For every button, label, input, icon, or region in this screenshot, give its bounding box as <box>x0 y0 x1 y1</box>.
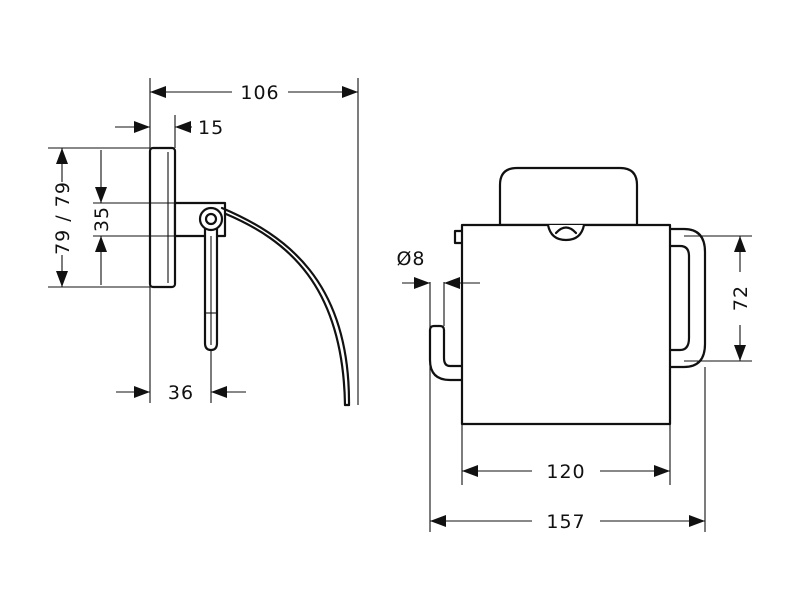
dim-arm-offset: 36 <box>168 382 194 404</box>
roll-rod-front <box>428 324 464 382</box>
dim-plate-thickness: 15 <box>198 117 224 139</box>
pivot-knob <box>198 206 224 232</box>
dim-rod-diameter: Ø8 <box>396 248 425 270</box>
cover-lid-side <box>220 206 351 407</box>
dim-bracket-height: 35 <box>91 206 113 232</box>
dim-depth: 106 <box>240 82 279 104</box>
top-cap <box>498 166 639 227</box>
dim-plate-height: 79 / 79 <box>52 181 74 255</box>
front-view: Ø8 72 120 157 <box>396 166 752 533</box>
cover-front <box>460 223 672 426</box>
wall-plate <box>148 146 177 289</box>
side-loop <box>668 227 707 369</box>
side-view: 106 15 79 / 79 35 36 <box>48 78 359 407</box>
hinge-detail <box>546 224 586 242</box>
dim-overall-width: 157 <box>546 511 585 533</box>
dim-roll-height: 72 <box>730 285 752 311</box>
dim-cover-width: 120 <box>546 461 585 483</box>
